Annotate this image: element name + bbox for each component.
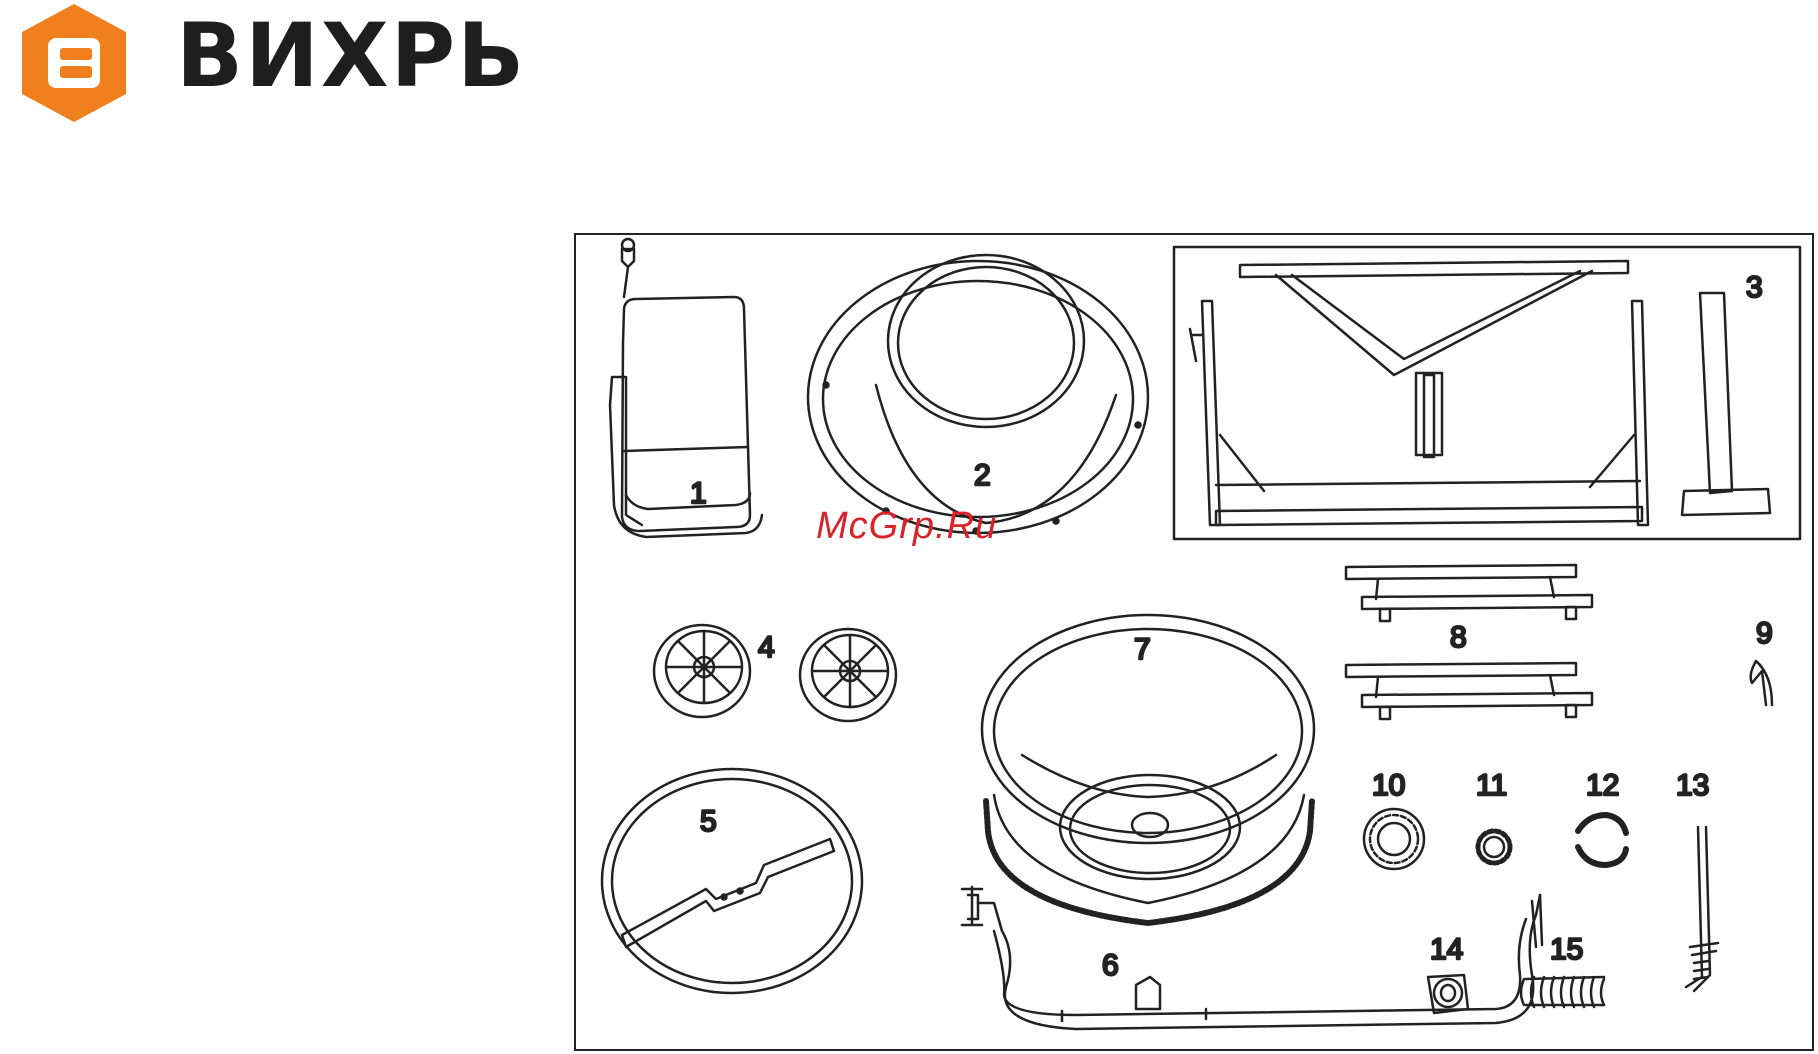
bracket-part: [1428, 975, 1468, 1013]
part-number-2: 2: [974, 459, 991, 492]
watermark-text: McGrp.Ru: [816, 505, 997, 548]
part-number-3: 3: [1746, 271, 1763, 304]
part-number-14: 14: [1430, 933, 1463, 966]
gear-ring-part: [1364, 809, 1424, 869]
part-number-13: 13: [1676, 769, 1709, 802]
part-number-4: 4: [758, 631, 775, 664]
part-number-5: 5: [700, 805, 717, 838]
brand-logo: ВИХРЬ: [18, 0, 538, 125]
part-number-7: 7: [1134, 633, 1151, 666]
parts-diagram: 1 2 3: [574, 233, 1814, 1051]
part-number-15: 15: [1550, 933, 1583, 966]
brand-logo-hexagon-icon: [18, 0, 148, 125]
skids-part: [1346, 565, 1592, 719]
part-number-10: 10: [1372, 769, 1405, 802]
wheels-part: [654, 625, 896, 721]
half-rings-part: [1578, 815, 1626, 865]
part-number-1: 1: [690, 477, 707, 510]
part-number-12: 12: [1586, 769, 1619, 802]
frame-part: [1174, 247, 1800, 539]
ring-blade-part: [602, 769, 862, 993]
cotter-pin-part: [1751, 661, 1772, 705]
brand-name: ВИХРЬ: [176, 12, 526, 100]
motor-housing-part: [610, 239, 762, 537]
lever-rod-part: [1686, 827, 1718, 991]
sprocket-part: [1478, 831, 1510, 863]
part-number-9: 9: [1756, 617, 1773, 650]
part-number-11: 11: [1476, 769, 1507, 802]
part-number-8: 8: [1450, 621, 1467, 654]
part-number-6: 6: [1102, 949, 1119, 982]
